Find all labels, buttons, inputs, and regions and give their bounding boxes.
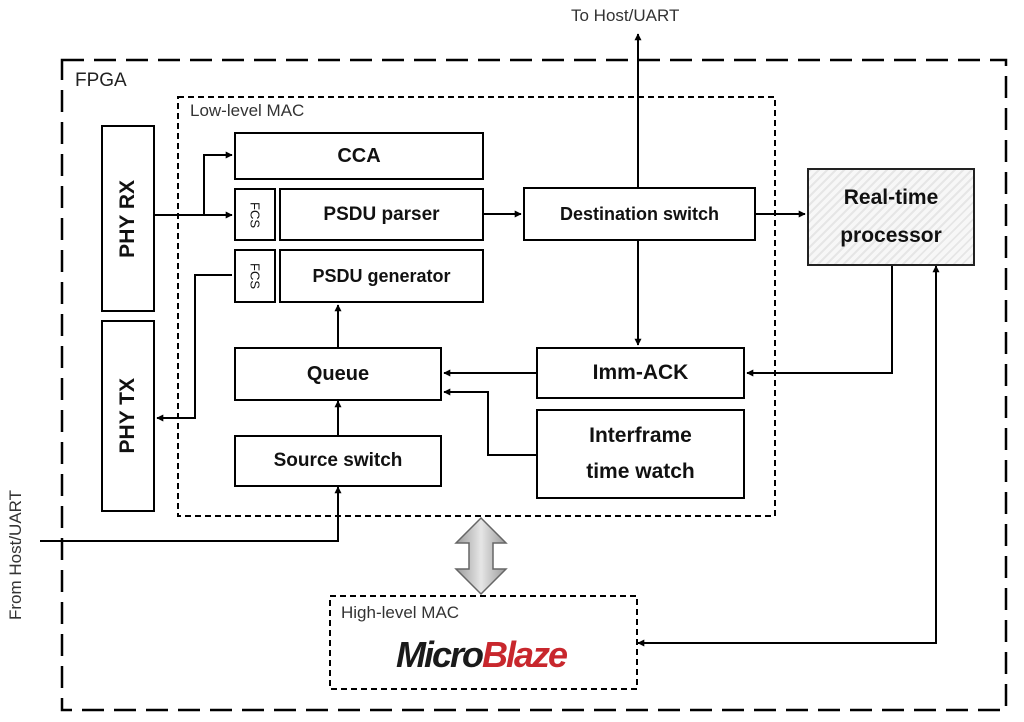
fcs-parser-block: FCS (234, 188, 276, 241)
psdu-generator-block: PSDU generator (279, 249, 484, 303)
interframe-to-queue-line (443, 388, 536, 456)
realtime-processor-line1: Real-time (843, 186, 939, 209)
microblaze-logo-part1: Micro (396, 634, 484, 675)
cca-block: CCA (234, 132, 484, 180)
high-level-mac-region (329, 595, 638, 690)
rtp-to-immack-line (746, 266, 893, 377)
phy-rx-block: PHY RX (101, 125, 155, 312)
fpga-label: FPGA (75, 70, 127, 91)
psdu-parser-label: PSDU parser (323, 203, 440, 225)
host-to-source-line (40, 486, 342, 542)
cca-label: CCA (337, 144, 381, 167)
imm-ack-block: Imm-ACK (536, 347, 745, 399)
interframe-label-line2: time watch (586, 460, 695, 483)
low-level-mac-region (177, 96, 776, 517)
rtp-highmac-bidirectional-line (637, 265, 940, 647)
microblaze-logo: MicroBlaze (396, 633, 568, 677)
microblaze-logo-part2: Blaze (482, 634, 568, 675)
from-host-uart-label: From Host/UART (6, 489, 25, 620)
psdu-generator-label: PSDU generator (312, 265, 451, 286)
source-switch-label: Source switch (273, 450, 403, 471)
queue-label: Queue (306, 362, 370, 385)
imm-ack-label: Imm-ACK (592, 361, 689, 384)
psdu-parser-block: PSDU parser (279, 188, 484, 241)
phy-tx-label: PHY TX (116, 378, 139, 454)
destination-switch-block: Destination switch (523, 187, 756, 241)
interframe-label-line1: Interframe (589, 424, 692, 447)
phy-tx-block: PHY TX (101, 320, 155, 512)
fcs-parser-label: FCS (247, 201, 263, 228)
fpga-region (60, 58, 1008, 712)
mac-interface-double-arrow (454, 516, 508, 596)
phy-rx-connectors (155, 151, 233, 219)
generator-to-phy-tx-line (156, 274, 232, 422)
realtime-processor-line2: processor (840, 224, 942, 247)
queue-block: Queue (234, 347, 442, 401)
source-switch-block: Source switch (234, 435, 442, 487)
low-level-mac-label: Low-level MAC (190, 101, 305, 120)
high-level-mac-label: High-level MAC (341, 603, 460, 622)
destination-switch-label: Destination switch (559, 203, 720, 224)
interframe-time-watch-block: Interframe time watch (536, 409, 745, 499)
realtime-processor-block: Real-time processor (807, 168, 975, 266)
fcs-generator-block: FCS (234, 249, 276, 303)
to-host-uart-label: To Host/UART (571, 6, 680, 25)
phy-rx-label: PHY RX (116, 179, 139, 258)
fcs-generator-label: FCS (247, 263, 263, 289)
